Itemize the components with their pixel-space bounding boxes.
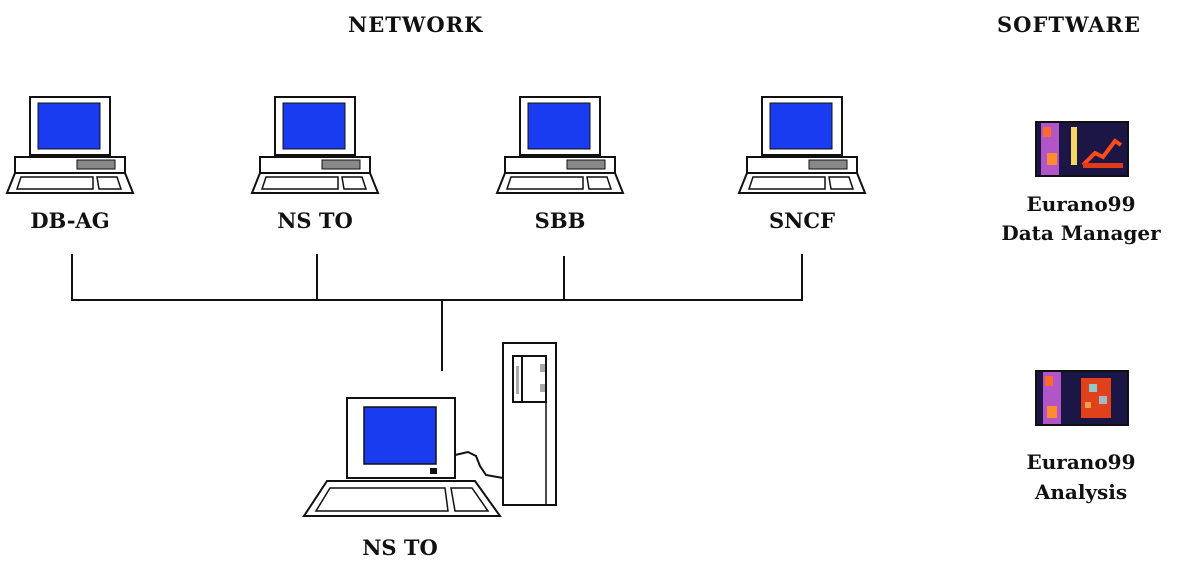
client-label-db-ag: DB-AG [30,208,110,233]
data-manager-label-line2: Data Manager [1001,221,1161,245]
drop-line-sncf [801,254,803,301]
analysis-label-line1: Eurano99 [1026,450,1136,474]
computer-icon-db-ag [5,96,135,194]
server-drop-line [441,299,443,371]
server-label: NS TO [362,535,438,560]
client-label-sncf: SNCF [769,208,835,233]
computer-icon-sncf [737,96,867,194]
network-bus-line [71,299,803,301]
analysis-icon[interactable] [1035,370,1129,426]
client-label-ns-to: NS TO [277,208,353,233]
computer-icon-sbb [495,96,625,194]
drop-line-db-ag [71,254,73,301]
client-label-sbb: SBB [534,208,586,233]
server-computer-icon [302,342,557,517]
software-header: SOFTWARE [997,12,1141,37]
data-manager-label-line1: Eurano99 [1026,192,1136,216]
drop-line-sbb [563,256,565,301]
analysis-label-line2: Analysis [1034,480,1128,504]
drop-line-ns-to [316,254,318,301]
computer-icon-ns-to [250,96,380,194]
data-manager-icon[interactable] [1035,121,1129,177]
network-header: NETWORK [348,12,484,37]
